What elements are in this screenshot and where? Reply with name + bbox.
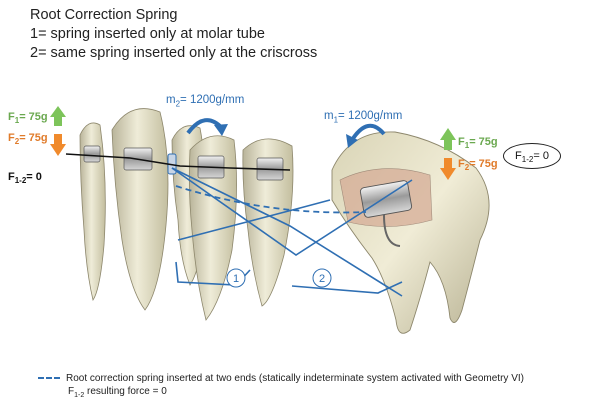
right-f1-label: F1= 75g: [458, 136, 498, 151]
bracket-1: [83, 145, 101, 163]
left-f1-label: F1= 75g: [8, 111, 48, 126]
legend-line-1: Root correction spring inserted at two e…: [38, 372, 524, 385]
legend-dash-icon: [38, 377, 60, 380]
spring-1-line: [171, 167, 413, 256]
left-green-arrow: [50, 106, 66, 126]
tooth-2: [111, 108, 169, 311]
circle-1: [226, 268, 246, 288]
right-green-arrow: [440, 128, 456, 150]
title-line-1: Root Correction Spring: [30, 7, 178, 23]
spring-2-leg: [291, 281, 403, 294]
resultant-force-oval: F1-2= 0: [503, 143, 561, 169]
moment-1-head: [346, 134, 358, 148]
right-f2-label: F2= 75g: [458, 158, 498, 173]
legend: Root correction spring inserted at two e…: [38, 372, 524, 402]
tooth-1: [79, 122, 106, 301]
legend-line-2: F1-2 resulting force = 0: [68, 386, 167, 399]
left-teeth-group: [79, 108, 294, 321]
left-f2-label: F2= 75g: [8, 132, 48, 147]
right-orange-arrow: [440, 158, 456, 180]
circle-2: [312, 268, 332, 288]
archwire: [65, 153, 291, 171]
m1-label: m1= 1200g/mm: [324, 110, 403, 125]
m2-label: m2= 1200g/mm: [166, 94, 245, 109]
molar-group: [331, 131, 490, 334]
moment-2-head: [214, 124, 228, 136]
circle-1-label: 1: [233, 273, 239, 285]
title-line-2: 1= spring inserted only at molar tube: [30, 26, 265, 42]
molar-tube: [359, 180, 413, 218]
spring-dashed: [175, 185, 367, 214]
left-f12-label: F1-2= 0: [8, 171, 42, 186]
left-orange-arrow: [50, 134, 66, 156]
circle-2-label: 2: [319, 273, 325, 285]
spring-2-long: [171, 167, 403, 297]
title-block: Root Correction Spring 1= spring inserte…: [30, 6, 317, 63]
molar-hook: [383, 214, 401, 247]
spring-2-line: [177, 199, 331, 241]
title-line-3: 2= same spring inserted only at the cris…: [30, 45, 318, 61]
moment-1-arrow: [350, 123, 386, 142]
